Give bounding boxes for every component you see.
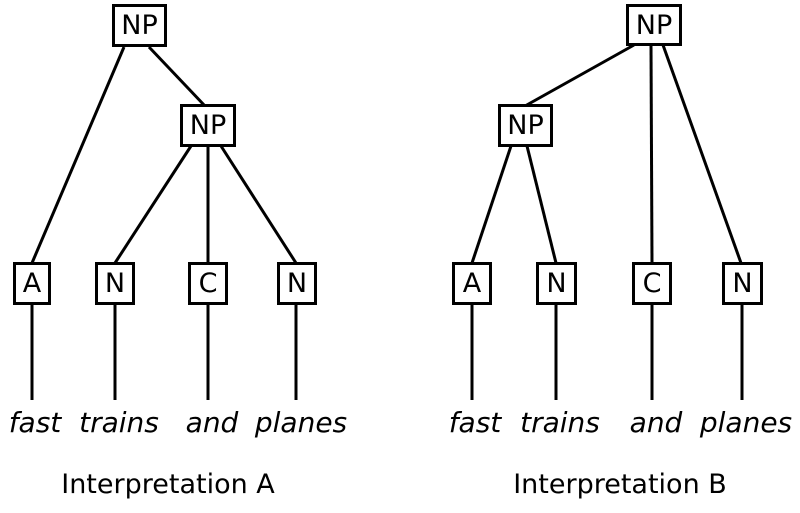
tree-b-word-fast: fast xyxy=(448,406,502,439)
edge-a-root-to-inner xyxy=(147,45,207,108)
tree-a-caption: Interpretation A xyxy=(61,469,275,500)
edge-a-inner-to-n1 xyxy=(113,145,193,264)
tree-a-inner-np-node: NP xyxy=(180,104,236,147)
tree-a-leaf-noun2-node: N xyxy=(277,262,317,305)
tree-b-caption: Interpretation B xyxy=(513,469,727,500)
tree-a-leaf-adjective-node: A xyxy=(13,262,51,305)
edge-b-inner-to-a xyxy=(470,145,513,264)
tree-b-word-and: and xyxy=(629,406,683,439)
edge-b-root-to-c xyxy=(649,44,654,264)
tree-b-word-trains: trains xyxy=(520,406,600,439)
tree-b-leaf-noun2-node: N xyxy=(722,262,763,305)
edge-b-root-to-n2 xyxy=(661,44,743,264)
edge-a-inner-to-n2 xyxy=(219,145,298,264)
tree-a-root-np-node: NP xyxy=(112,4,167,47)
tree-b-inner-np-node: NP xyxy=(498,104,553,147)
tree-a-word-fast: fast xyxy=(8,406,62,439)
tree-b-leaf-adjective-node: A xyxy=(452,262,492,305)
tree-a-word-and: and xyxy=(185,406,239,439)
edge-a-root-to-a xyxy=(30,46,126,264)
tree-b-root-np-node: NP xyxy=(626,4,682,46)
edge-b-inner-to-n1 xyxy=(525,145,558,264)
tree-b-leaf-noun1-node: N xyxy=(536,262,577,305)
tree-a-leaf-noun1-node: N xyxy=(95,262,135,305)
tree-a-word-planes: planes xyxy=(254,406,348,439)
tree-b-leaf-conjunction-node: C xyxy=(632,262,672,305)
edge-b-root-to-inner xyxy=(524,43,635,108)
tree-b-word-planes: planes xyxy=(699,406,793,439)
tree-a-leaf-conjunction-node: C xyxy=(188,262,228,305)
tree-a-word-trains: trains xyxy=(79,406,159,439)
